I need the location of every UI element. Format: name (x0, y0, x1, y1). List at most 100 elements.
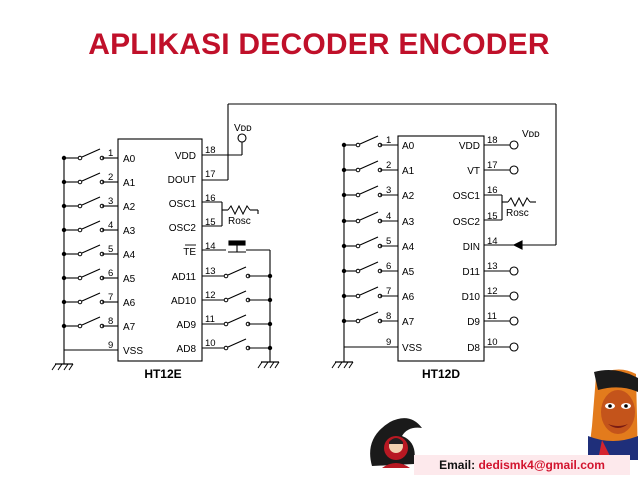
encoder-pin-label: A7 (123, 322, 136, 333)
encoder-pin-number: 15 (205, 217, 216, 228)
decoder-pin-label: A7 (402, 317, 415, 328)
encoder-pin-number: 13 (205, 266, 216, 277)
output-terminal (509, 291, 519, 301)
encoder-pin-number: 18 (205, 145, 216, 156)
junction-dot (61, 323, 67, 329)
junction-dot (341, 268, 347, 274)
decoder-pin-label: OSC1 (453, 191, 481, 202)
junction-dot (341, 142, 347, 148)
decoder-pin-number: 11 (487, 311, 497, 322)
encoder-pin-label: TE (183, 247, 196, 258)
junction-dot (341, 167, 347, 173)
encoder-pin-label: OSC2 (169, 223, 197, 234)
encoder-pin-number: 12 (205, 290, 216, 301)
address-switch (81, 316, 101, 326)
data-switch-contact (223, 345, 229, 351)
encoder-pin-number: 5 (108, 244, 113, 255)
encoder-pin-label: VSS (123, 346, 143, 357)
junction-dot (341, 192, 347, 198)
decoder-pin-number: 7 (386, 286, 391, 297)
decoder-pin-number: 4 (386, 211, 391, 222)
encoder-pin-label: A2 (123, 202, 136, 213)
address-switch (359, 286, 379, 296)
decoder-pin-label: A5 (402, 267, 415, 278)
encoder-rosc-label: Rosc (228, 216, 251, 227)
email-link[interactable]: dedismk4@gmail.com (478, 458, 605, 472)
decoder-pin-number: 16 (487, 185, 498, 196)
decoder-pin-number: 10 (487, 337, 498, 348)
decoder-pin-label: A4 (402, 242, 415, 253)
address-switch (359, 261, 379, 271)
encoder-pin-label: AD10 (171, 296, 196, 307)
encoder-pin-label: A1 (123, 178, 136, 189)
junction-dot (341, 293, 347, 299)
address-switch (359, 160, 379, 170)
encoder-name: HT12E (144, 367, 181, 381)
decoder-pin-label: A3 (402, 217, 415, 228)
address-switch (359, 311, 379, 321)
decoder-pin-label: DIN (463, 242, 480, 253)
decoder-pin-label: D8 (467, 343, 480, 354)
address-switch-contact (77, 299, 83, 305)
encoder-pin-number: 16 (205, 193, 216, 204)
logo-icon (360, 408, 430, 476)
data-switch-contact (223, 273, 229, 279)
decoder-pin-number: 9 (386, 337, 391, 348)
decoder-pin-label: D9 (467, 317, 480, 328)
encoder-pin-number: 9 (108, 340, 113, 351)
address-switch-contact (77, 155, 83, 161)
decoder-rosc-label: Rosc (506, 208, 529, 219)
junction-dot (61, 203, 67, 209)
address-switch (81, 268, 101, 278)
decoder-pin-number: 12 (487, 286, 498, 297)
junction-dot (61, 155, 67, 161)
data-switch (227, 338, 247, 348)
encoder-pin-label: AD9 (177, 320, 197, 331)
decoder-pin-label: VT (467, 166, 480, 177)
decoder-pin-number: 3 (386, 185, 391, 196)
encoder-vdd-label: Vᴅᴅ (234, 123, 252, 134)
decoder-pin-number: 5 (386, 236, 391, 247)
output-terminal (509, 316, 519, 326)
decoder-pin-number: 2 (386, 160, 391, 171)
encoder-pin-number: 4 (108, 220, 113, 231)
data-switch-contact (223, 297, 229, 303)
decoder-pin-number: 13 (487, 261, 498, 272)
junction-dot (341, 243, 347, 249)
output-terminal (509, 266, 519, 276)
encoder-pin-number: 14 (205, 241, 216, 252)
encoder-pin-label: A0 (123, 154, 136, 165)
encoder-pin-label: AD11 (172, 272, 197, 283)
data-switch (227, 314, 247, 324)
junction-dot (267, 273, 273, 279)
address-switch-contact (355, 318, 361, 324)
decoder-pin-number: 14 (487, 236, 498, 247)
encoder-pin-label: A4 (123, 250, 136, 261)
junction-dot (61, 179, 67, 185)
address-switch (359, 135, 379, 145)
address-switch-contact (77, 323, 83, 329)
encoder-pin-number: 2 (108, 172, 113, 183)
encoder-circuit (63, 103, 557, 364)
decoder-name: HT12D (422, 367, 460, 381)
encoder-pin-number: 3 (108, 196, 113, 207)
output-terminal (509, 342, 519, 352)
decoder-pin-label: VDD (459, 141, 480, 152)
junction-dot (267, 321, 273, 327)
address-switch (359, 211, 379, 221)
encoder-pin-label: A6 (123, 298, 136, 309)
encoder-pin-number: 17 (205, 169, 216, 180)
output-terminal (509, 165, 519, 175)
address-switch-contact (355, 142, 361, 148)
encoder-pin-number: 6 (108, 268, 113, 279)
circuit-elements: A01A12A23A34A45A56A67A78VSS9VDD18DOUT17O… (61, 135, 519, 357)
decoder-pin-label: A1 (402, 166, 415, 177)
decoder-pin-number: 18 (487, 135, 498, 146)
encoder-pin-number: 1 (108, 148, 113, 159)
address-switch-contact (355, 243, 361, 249)
encoder-pin-number: 11 (205, 314, 215, 325)
encoder-pin-number: 8 (108, 316, 113, 327)
decoder-pin-label: A6 (402, 292, 415, 303)
decoder-pin-number: 1 (386, 135, 391, 146)
